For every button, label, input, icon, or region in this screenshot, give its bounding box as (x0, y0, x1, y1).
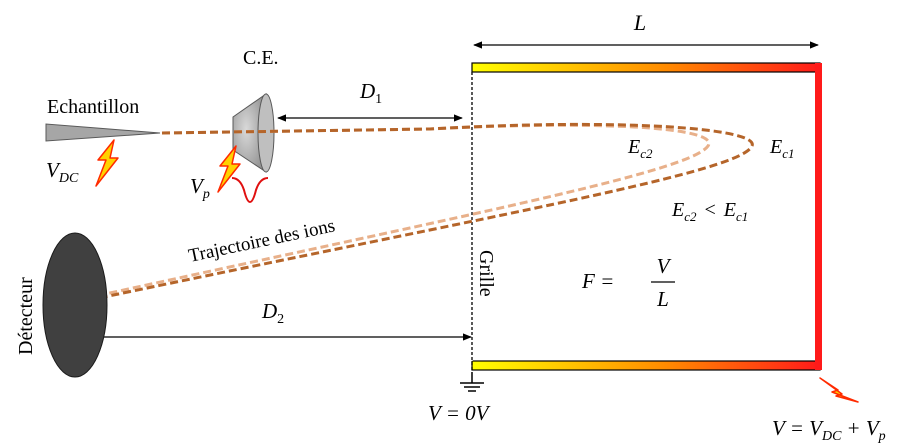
sample-tip (45, 123, 161, 142)
spark-icon (217, 145, 241, 193)
reflectron-top-plate (471, 62, 821, 73)
reflectron-voltage-label: V = VDC+ Vp (772, 416, 886, 444)
svg-text:F =: F = (581, 269, 614, 293)
grid-label: Grille (475, 250, 497, 297)
ground-icon (460, 372, 484, 392)
ion-trajectory-high-energy (79, 122, 754, 304)
detector-label: Détecteur (15, 277, 37, 355)
v-dc-label: VDC (46, 158, 79, 186)
field-equation: F = V L (581, 254, 675, 311)
ec2-label: Ec2 (627, 136, 653, 161)
v-p-label: Vp (190, 174, 210, 202)
spark-icon (819, 377, 859, 403)
distance-D2-label: D2 (261, 299, 284, 327)
ec1-label: Ec1 (769, 136, 795, 161)
reflectron-bottom-plate (471, 360, 821, 371)
length-L-label: L (633, 10, 646, 35)
svg-text:V: V (657, 254, 672, 278)
ec-relation-label: Ec2<Ec1 (671, 199, 748, 224)
ground-voltage-label: V = 0V (428, 401, 491, 425)
counter-electrode-label: C.E. (243, 47, 279, 69)
detector (42, 232, 108, 378)
pulse-waveform-icon (231, 177, 269, 203)
spark-icon (95, 139, 119, 187)
svg-text:L: L (656, 287, 669, 311)
distance-D1-label: D1 (359, 79, 382, 107)
reflectron-back-electrode (815, 63, 822, 370)
sample-label: Echantillon (47, 96, 139, 118)
ion-trajectory-low-energy (77, 123, 711, 302)
